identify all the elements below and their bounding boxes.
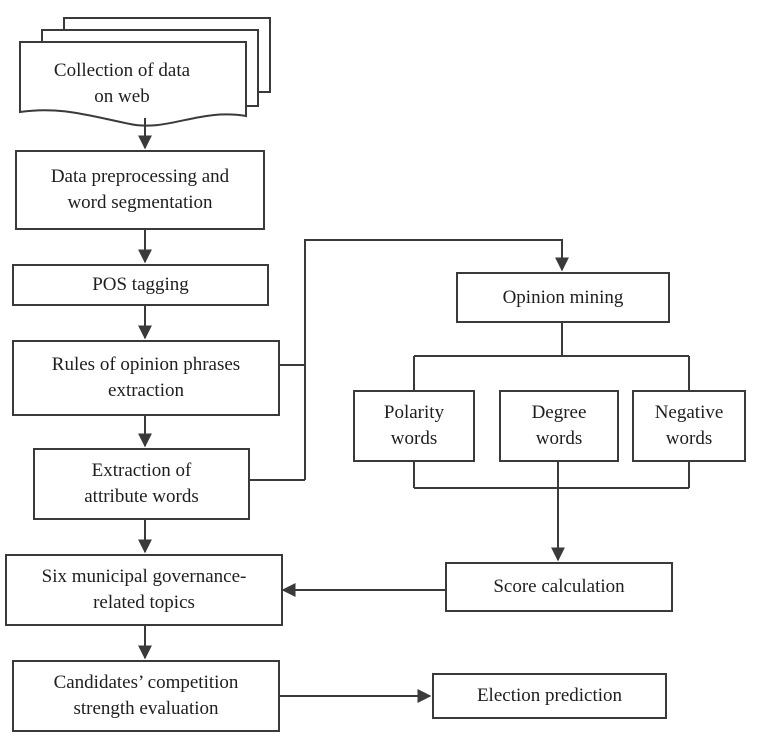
degree-words-box: Degree words	[499, 390, 619, 462]
score-calculation-box: Score calculation	[445, 562, 673, 612]
competition-evaluation-box: Candidates’ competition strength evaluat…	[12, 660, 280, 732]
collection-of-data-label: Collection of data on web	[53, 60, 191, 107]
pos-tagging-box: POS tagging	[12, 264, 269, 306]
opinion-mining-box: Opinion mining	[456, 272, 670, 323]
attribute-words-box: Extraction of attribute words	[33, 448, 250, 520]
polarity-words-box: Polarity words	[353, 390, 475, 462]
data-preprocessing-box: Data preprocessing and word segmentation	[15, 150, 265, 230]
negative-words-box: Negative words	[632, 390, 746, 462]
municipal-topics-box: Six municipal governance- related topics	[5, 554, 283, 626]
rules-extraction-box: Rules of opinion phrases extraction	[12, 340, 280, 416]
document-stack-icon	[19, 17, 271, 127]
election-prediction-box: Election prediction	[432, 673, 667, 719]
arrow-to-opinion-mining	[304, 239, 569, 480]
document-page-front	[19, 41, 247, 127]
